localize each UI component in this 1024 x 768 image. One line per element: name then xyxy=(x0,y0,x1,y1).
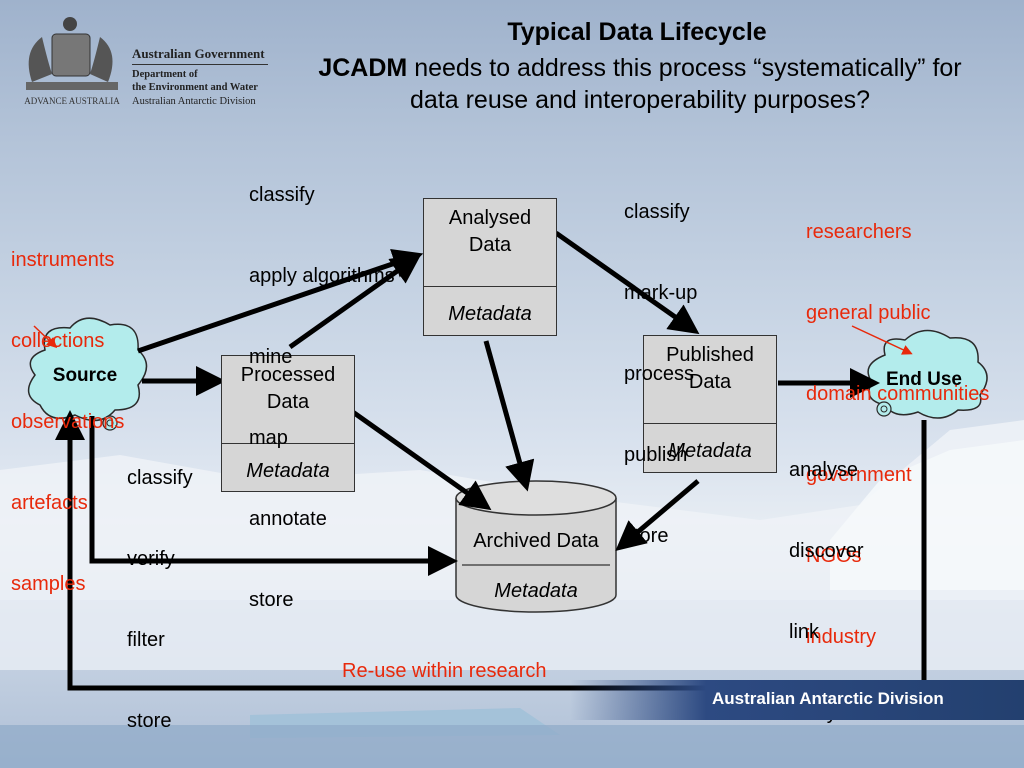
archived-data-label: Archived Data xyxy=(473,530,599,552)
list-item: observations xyxy=(11,411,125,433)
list-item: general public xyxy=(806,302,931,324)
gov-line-4: Australian Antarctic Division xyxy=(132,96,256,107)
source-label: Source xyxy=(52,365,118,386)
published-data-label: Published Data xyxy=(666,344,754,393)
list-item: government xyxy=(806,464,912,486)
gov-line-1: Australian Government xyxy=(132,46,265,61)
arrow-processed-analysed xyxy=(288,253,422,350)
reuse-label: Re-use within research xyxy=(342,660,547,682)
list-item: classify xyxy=(127,467,193,489)
slide-subtitle: JCADM needs to address this process “sys… xyxy=(270,52,1010,116)
users-list: researchers general public domain commun… xyxy=(806,165,989,705)
footer-division: Australian Antarctic Division xyxy=(712,689,944,708)
list-item: filter xyxy=(127,629,165,651)
list-item: collections xyxy=(11,330,105,352)
list-item: classify xyxy=(624,201,690,223)
arrow-source-analysed xyxy=(137,248,424,354)
svg-text:ADVANCE AUSTRALIA: ADVANCE AUSTRALIA xyxy=(24,96,120,106)
pointer-arrow-users xyxy=(851,325,913,355)
subtitle-text-2: data reuse and interoperability purposes… xyxy=(409,86,871,114)
end-use-label: End Use xyxy=(885,369,963,390)
list-item: mine xyxy=(249,346,293,368)
gov-line-2: Department of xyxy=(132,69,198,80)
list-item: industry xyxy=(806,626,877,648)
subtitle-bold: JCADM xyxy=(318,54,408,82)
pointer-arrow-inputs xyxy=(33,325,58,349)
analysed-separator xyxy=(424,286,556,287)
list-item: process xyxy=(624,363,695,385)
list-item: researchers xyxy=(806,221,912,243)
arrow-source-archive-loop xyxy=(89,416,458,576)
processed-data-box: Processed Data Metadata xyxy=(221,355,355,492)
processed-data-label: Processed Data xyxy=(240,364,336,413)
processed-metadata: Metadata xyxy=(246,460,330,482)
list-item: classify xyxy=(249,184,315,206)
list-item: verify xyxy=(127,548,175,570)
list-item: store xyxy=(249,589,294,611)
list-item: NGOs xyxy=(806,545,862,567)
published-data-box: Published Data Metadata xyxy=(643,335,777,473)
analysed-metadata: Metadata xyxy=(448,303,532,325)
list-item: apply algorithms xyxy=(249,265,395,287)
arrow-reuse-loop xyxy=(55,410,927,691)
published-separator xyxy=(644,423,776,424)
list-item: map xyxy=(249,427,288,449)
processed-separator xyxy=(222,443,354,444)
list-item: store xyxy=(624,525,669,547)
analysed-data-label: Analysed Data xyxy=(448,207,532,256)
subtitle-text-1: needs to address this process “systemati… xyxy=(407,54,962,82)
list-item: annotate xyxy=(249,508,327,530)
analysed-data-box: Analysed Data Metadata xyxy=(423,198,557,336)
list-item: store xyxy=(127,710,172,732)
publish-steps-list: classify mark-up process publish store xyxy=(624,145,697,604)
archive-cylinder xyxy=(455,498,617,613)
list-item: analyse xyxy=(789,459,858,481)
list-item: artefacts xyxy=(11,492,88,514)
coat-of-arms-icon: ADVANCE AUSTRALIA xyxy=(24,17,120,106)
gov-divider xyxy=(132,64,268,65)
archived-metadata: Metadata xyxy=(494,580,578,602)
arrow-processed-archived xyxy=(348,407,492,511)
source-inputs-list: instruments collections observations art… xyxy=(11,193,124,652)
government-logo: ADVANCE AUSTRALIA Australian Government … xyxy=(12,12,274,112)
slide-title: Typical Data Lifecycle xyxy=(507,18,767,46)
gov-line-3: the Environment and Water xyxy=(132,82,258,93)
list-item: discover xyxy=(789,540,864,562)
processing-steps-list: classify verify filter store xyxy=(127,411,193,768)
list-item: link xyxy=(789,621,820,643)
arrow-analysed-archived xyxy=(483,340,535,492)
published-metadata: Metadata xyxy=(668,440,752,462)
arrow-analysed-published xyxy=(554,230,700,335)
footer-bar xyxy=(570,680,1024,720)
list-item: mark-up xyxy=(624,282,698,304)
analysis-steps-list: classify apply algorithms mine map annot… xyxy=(249,128,395,668)
source-cloud xyxy=(27,317,148,422)
list-item: instruments xyxy=(11,249,115,271)
arrow-published-archived xyxy=(615,479,700,552)
list-item: samples xyxy=(11,573,86,595)
list-item: domain communities xyxy=(806,383,990,405)
list-item: publish xyxy=(624,444,688,466)
